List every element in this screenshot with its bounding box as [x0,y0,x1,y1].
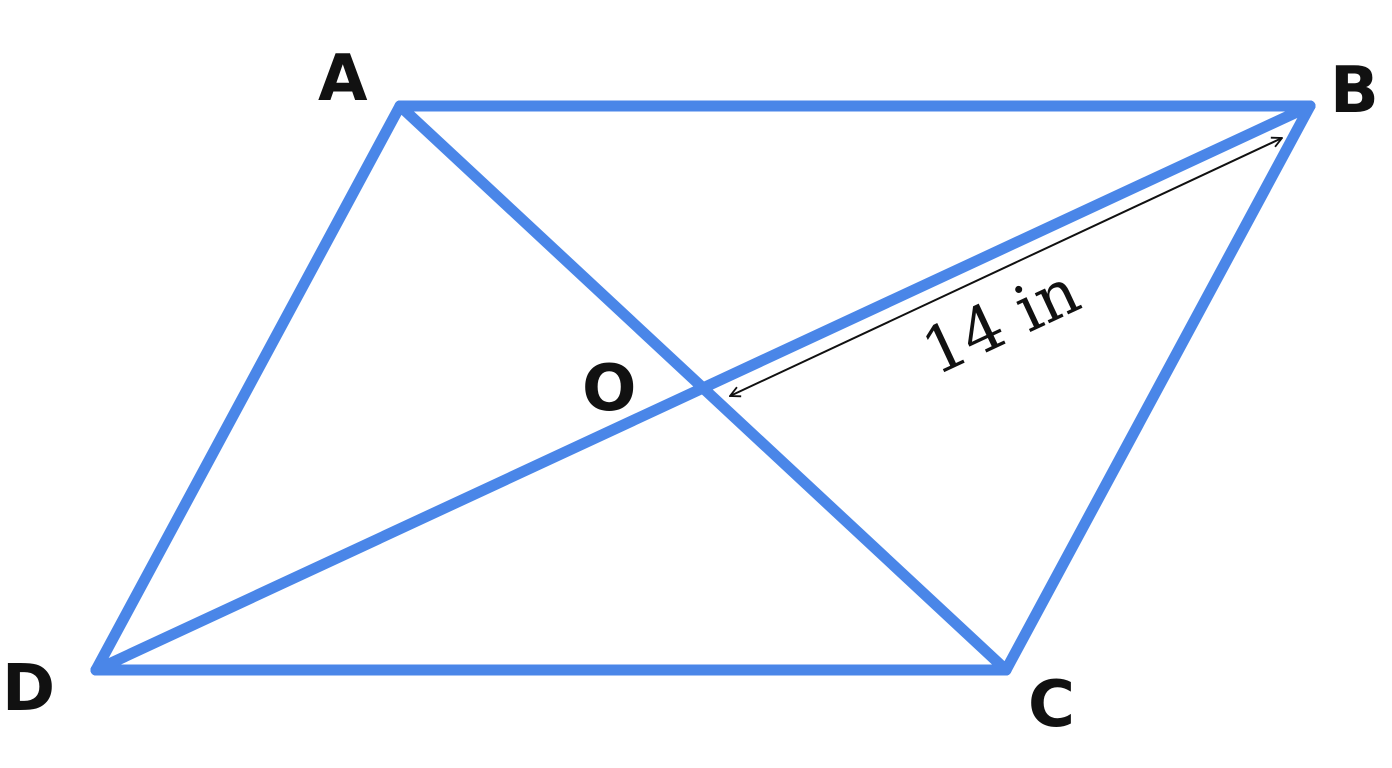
measurement-arrow [730,138,1282,396]
diagonal-bd [90,100,1316,676]
vertex-label-b: B [1330,54,1379,128]
vertex-label-c: C [1028,668,1075,742]
vertex-label-a: A [318,42,368,116]
side-bc [1000,100,1316,676]
vertex-label-o: O [582,352,636,426]
vertex-label-d: D [2,652,55,726]
side-da [90,100,406,676]
